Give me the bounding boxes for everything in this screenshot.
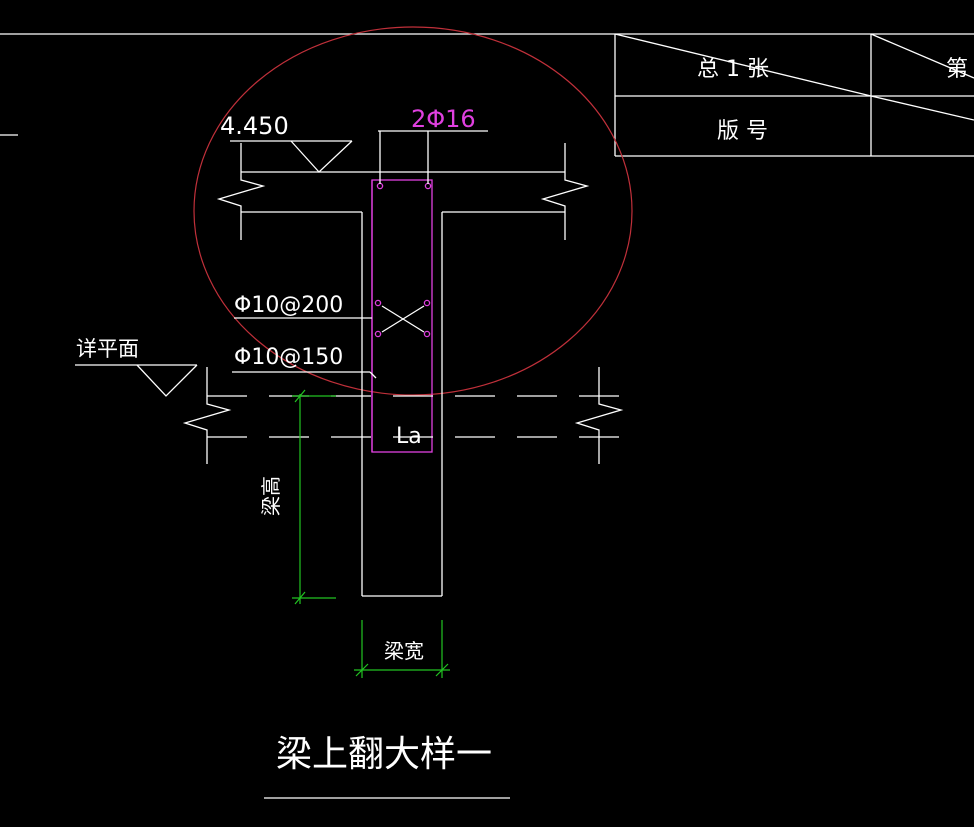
break-line-right [540,143,590,240]
lower-break-left [182,367,232,464]
beam-width-dimension: 梁宽 [354,620,450,678]
sheet-number-label: 第 [946,57,968,82]
lower-slab: 详平面 La [75,337,640,464]
version-label: 版 号 [717,119,768,144]
tie-rebar-label: Φ10@200 [234,293,343,318]
top-rebar-label: 2Φ16 [411,105,476,133]
rebar-cage [371,179,433,453]
detail-title-label: 梁上翻大样一 [276,734,492,775]
upper-slab [216,143,590,240]
lower-break-right [574,367,624,464]
beam-height-dimension: 梁高 [259,389,336,605]
beam-width-label: 梁宽 [384,639,424,663]
elevation-label: 4.450 [220,112,289,140]
total-sheets-label: 总 1 张 [697,57,769,82]
beam-height-label: 梁高 [259,476,283,516]
anchorage-label: La [396,424,422,449]
upturned-beam [361,212,443,597]
detail-title: 梁上翻大样一 [264,734,510,799]
revision-cloud [193,26,633,396]
stirrup-label: Φ10@150 [234,345,343,370]
slab-reference-label: 详平面 [76,337,139,361]
top-rebar-callout: 2Φ16 [378,105,488,184]
elevation-marker: 4.450 [220,112,353,173]
tie-callout: Φ10@200 [234,293,425,333]
title-block: 总 1 张 第 版 号 [0,33,974,157]
break-line-left [216,143,266,240]
stirrup-callout: Φ10@150 [232,345,377,379]
